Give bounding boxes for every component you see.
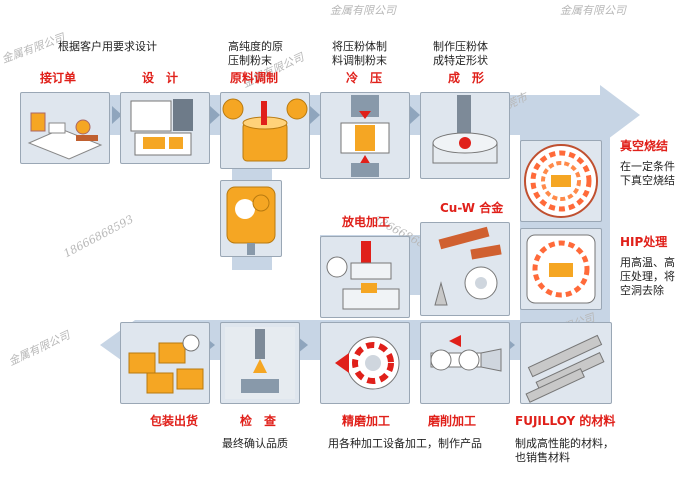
machining-desc: 用各种加工设备加工，制作产品	[328, 437, 482, 450]
step-label-precision: 精磨加工	[342, 414, 391, 428]
step-label-edm: 放电加工	[342, 215, 391, 229]
panel-fujilloy	[520, 322, 612, 404]
step-label-hip: HIP处理	[620, 235, 668, 249]
step-label-cuw: Cu-W 合金	[440, 201, 504, 215]
watermark-company-top2: 金属有限公司	[330, 4, 396, 17]
precision-illustration	[335, 336, 400, 390]
inspection-illustration	[225, 327, 295, 399]
top-note: 根据客户用要求设计	[58, 40, 157, 53]
step-label-packing: 包装出货	[150, 414, 199, 428]
arrow-head-7	[298, 337, 308, 353]
panel-mold	[220, 180, 282, 257]
watermark-company-top: 金属有限公司	[560, 4, 626, 17]
mixing-desc-line1: 高纯度的原	[228, 40, 283, 53]
design-illustration	[130, 99, 193, 156]
panel-grinding	[420, 322, 510, 404]
hip-desc-line1: 用高温、高	[620, 256, 675, 269]
step-label-grinding: 磨削加工	[428, 414, 477, 428]
arrow-head-4	[410, 106, 420, 124]
panel-packing	[120, 322, 210, 404]
fujilloy-desc-line2: 也销售材料	[515, 451, 570, 464]
fujilloy-illustration	[525, 334, 605, 403]
step-label-order: 接订单	[40, 71, 77, 85]
panel-hip	[520, 228, 602, 310]
mixing-desc-line2: 压制粉末	[228, 54, 272, 67]
pressing-desc-line1: 将压粉体制	[332, 40, 387, 53]
panel-edm	[320, 236, 410, 318]
fujilloy-desc-line1: 制成高性能的材料，	[515, 437, 614, 450]
hip-illustration	[526, 234, 596, 304]
step-label-pressing: 冷 压	[346, 71, 383, 85]
step-label-forming: 成 形	[448, 71, 485, 85]
cuw-illustration	[434, 226, 502, 306]
pressing-illustration	[340, 95, 390, 177]
panel-inspection	[220, 322, 300, 404]
panel-cuw	[420, 222, 510, 316]
packing-illustration	[128, 334, 204, 394]
step-label-inspection: 检 查	[240, 414, 277, 428]
order-illustration	[27, 112, 103, 160]
panel-precision	[320, 322, 410, 404]
vacuum-desc-line2: 下真空烧结	[620, 174, 675, 187]
panel-mixing	[220, 92, 310, 169]
forming-desc-line2: 成特定形状	[433, 54, 488, 67]
mixing-illustration	[222, 98, 308, 162]
panel-design	[120, 92, 210, 164]
forming-illustration	[432, 95, 498, 164]
edm-illustration	[326, 241, 400, 310]
step-label-mixing: 原料调制	[230, 71, 279, 85]
inspection-desc: 最终确认品质	[222, 437, 288, 450]
panel-forming	[420, 92, 510, 179]
panel-pressing	[320, 92, 410, 179]
panel-order	[20, 92, 110, 164]
pressing-desc-line2: 料调制粉末	[332, 54, 387, 67]
mold-illustration	[226, 186, 276, 255]
step-label-fujilloy: FUJILLOY 的材料	[515, 414, 616, 428]
forming-desc-line1: 制作压粉体	[433, 40, 488, 53]
step-label-vacuum: 真空烧结	[620, 139, 669, 153]
hip-desc-line3: 空洞去除	[620, 284, 664, 297]
panel-vacuum	[520, 140, 602, 222]
arrow-head-1	[112, 106, 122, 124]
hip-desc-line2: 压处理，将	[620, 270, 675, 283]
vacuum-desc-line1: 在一定条件	[620, 160, 675, 173]
arrow-head-3	[310, 106, 320, 124]
step-label-design: 设 计	[142, 71, 179, 85]
grinding-illustration	[430, 335, 502, 372]
vacuum-illustration	[524, 144, 598, 218]
arrow-head-2	[210, 106, 220, 124]
